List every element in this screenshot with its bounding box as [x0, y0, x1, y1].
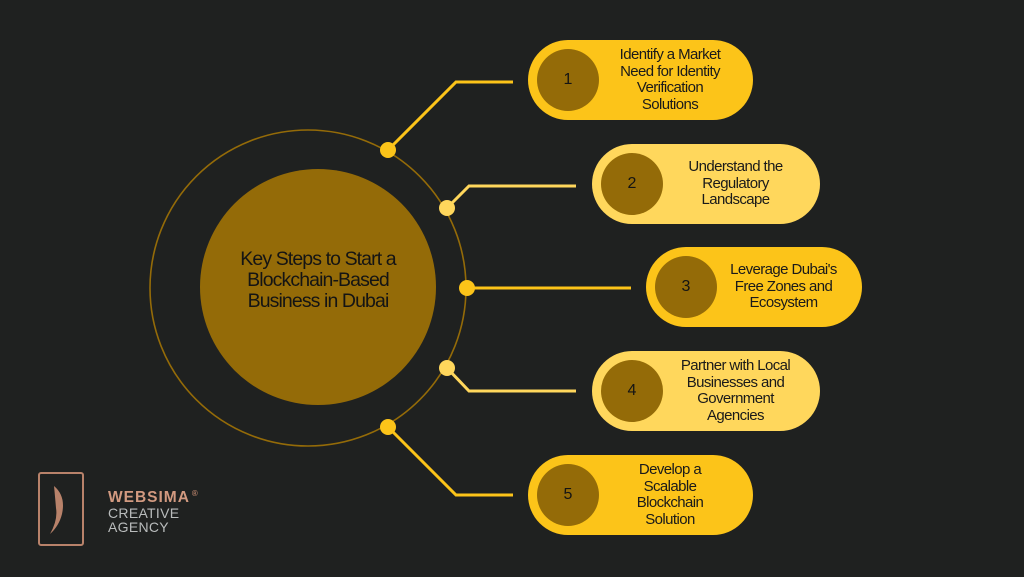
step-label: Develop a Scalable Blockchain Solution	[636, 461, 704, 528]
connector-dot-1	[380, 142, 396, 158]
step-3-card: 3 Leverage Dubai's Free Zones and Ecosys…	[646, 247, 862, 327]
logo-emblem-icon	[38, 472, 84, 546]
connector-dot-4	[439, 360, 455, 376]
websima-logo: WEBSIMA® CREATIVE AGENCY	[38, 472, 198, 546]
step-number-badge: 2	[601, 153, 663, 215]
step-number-badge: 3	[655, 256, 717, 318]
logo-line-1: CREATIVE	[108, 505, 180, 522]
step-4-card: 4 Partner with Local Businesses and Gove…	[592, 351, 820, 431]
connector-line-2	[445, 184, 576, 210]
connector-line-5	[386, 425, 513, 497]
connector-dot-3	[459, 280, 475, 296]
logo-line-2: AGENCY	[108, 519, 169, 536]
step-label: Leverage Dubai's Free Zones and Ecosyste…	[730, 261, 837, 312]
step-number-badge: 4	[601, 360, 663, 422]
connector-dot-5	[380, 419, 396, 435]
connector-dot-2	[439, 200, 455, 216]
diagram-title: Key Steps to Start a Blockchain-Based Bu…	[240, 247, 396, 312]
connector-line-4	[445, 366, 576, 393]
step-1-card: 1 Identify a Market Need for Identity Ve…	[528, 40, 753, 120]
step-label: Understand the Regulatory Landscape	[688, 158, 783, 209]
step-label: Identify a Market Need for Identity Veri…	[619, 46, 721, 113]
logo-brand: WEBSIMA	[108, 489, 190, 507]
step-label: Partner with Local Businesses and Govern…	[680, 357, 791, 424]
registered-mark: ®	[191, 489, 199, 498]
center-circle	[200, 169, 436, 405]
step-2-card: 2 Understand the Regulatory Landscape	[592, 144, 820, 224]
step-5-card: 5 Develop a Scalable Blockchain Solution	[528, 455, 753, 535]
connector-line-1	[386, 80, 513, 152]
step-number-badge: 1	[537, 49, 599, 111]
step-number-badge: 5	[537, 464, 599, 526]
